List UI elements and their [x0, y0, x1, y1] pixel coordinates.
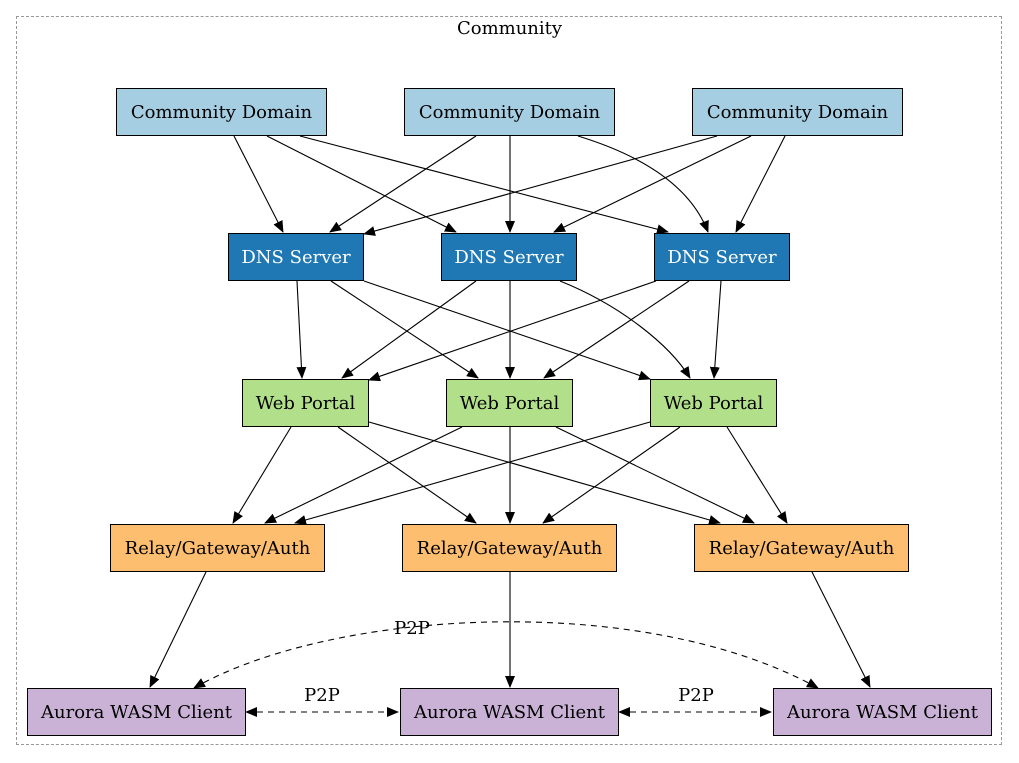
cluster-label: Community: [456, 18, 563, 39]
edge-dns1-web1: [296, 280, 307, 379]
p2p-edge-label-right: P2P: [678, 685, 714, 706]
p2p-edge-label-top: P2P: [394, 618, 430, 639]
edge-dns1-web2: [330, 280, 479, 379]
dns-server-node-1: DNS Server: [228, 233, 364, 281]
edge-domain1-dns3: [299, 135, 669, 235]
node-label: Community Domain: [130, 101, 313, 123]
node-label: Aurora WASM Client: [414, 701, 605, 723]
p2p-edge-label-left: P2P: [304, 685, 340, 706]
edge-web1-relay3: [368, 421, 721, 525]
edge-web1-relay1: [232, 426, 292, 524]
edge-dns2-web1: [341, 280, 477, 379]
node-label: Relay/Gateway/Auth: [124, 537, 311, 559]
edge-web3-relay2: [542, 426, 681, 524]
edge-domain2-dns1: [329, 135, 477, 233]
node-label: Aurora WASM Client: [41, 701, 232, 723]
node-label: Web Portal: [255, 392, 356, 414]
edge-domain1-dns2: [266, 135, 457, 233]
relay-gateway-auth-node-1: Relay/Gateway/Auth: [110, 524, 325, 572]
node-label: Web Portal: [663, 392, 764, 414]
web-portal-node-3: Web Portal: [650, 379, 777, 427]
edge-domain3-dns2: [553, 135, 752, 233]
aurora-wasm-client-node-2: Aurora WASM Client: [400, 688, 619, 736]
edge-domain1-dns1: [233, 135, 284, 233]
community-cluster: [16, 16, 1002, 745]
edge-web3-relay3: [726, 426, 788, 524]
dns-server-node-3: DNS Server: [654, 233, 790, 281]
node-label: Community Domain: [706, 101, 889, 123]
edge-dns2-web3: [559, 280, 691, 379]
edge-web2-relay1: [264, 426, 463, 524]
aurora-wasm-client-node-3: Aurora WASM Client: [773, 688, 992, 736]
aurora-wasm-client-node-1: Aurora WASM Client: [27, 688, 246, 736]
edge-relay1-client1: [149, 571, 207, 688]
dns-server-node-2: DNS Server: [441, 233, 577, 281]
relay-gateway-auth-node-2: Relay/Gateway/Auth: [402, 524, 617, 572]
web-portal-node-2: Web Portal: [446, 379, 573, 427]
node-label: Relay/Gateway/Auth: [708, 537, 895, 559]
node-label: Relay/Gateway/Auth: [416, 537, 603, 559]
node-label: DNS Server: [241, 246, 351, 268]
edge-web2-relay3: [555, 426, 755, 524]
community-domain-node-2: Community Domain: [404, 88, 615, 136]
edge-web1-relay2: [337, 426, 477, 524]
edge-domain3-dns3: [735, 135, 786, 233]
edge-relay3-client3: [811, 571, 871, 688]
web-portal-node-1: Web Portal: [242, 379, 369, 427]
community-domain-node-3: Community Domain: [692, 88, 903, 136]
node-label: Web Portal: [459, 392, 560, 414]
p2p-edge-client1-client3: [193, 621, 819, 689]
relay-gateway-auth-node-3: Relay/Gateway/Auth: [694, 524, 909, 572]
edge-dns3-web1: [368, 280, 657, 382]
node-label: Aurora WASM Client: [787, 701, 978, 723]
edge-dns3-web3: [709, 280, 722, 379]
edge-domain2-dns3: [577, 135, 709, 233]
node-label: DNS Server: [454, 246, 564, 268]
node-label: Community Domain: [418, 101, 601, 123]
community-domain-node-1: Community Domain: [116, 88, 327, 136]
node-label: DNS Server: [667, 246, 777, 268]
edge-dns1-web3: [363, 280, 651, 381]
edge-web3-relay1: [294, 421, 651, 525]
edge-dns3-web2: [543, 280, 690, 379]
edge-domain3-dns1: [363, 135, 718, 236]
